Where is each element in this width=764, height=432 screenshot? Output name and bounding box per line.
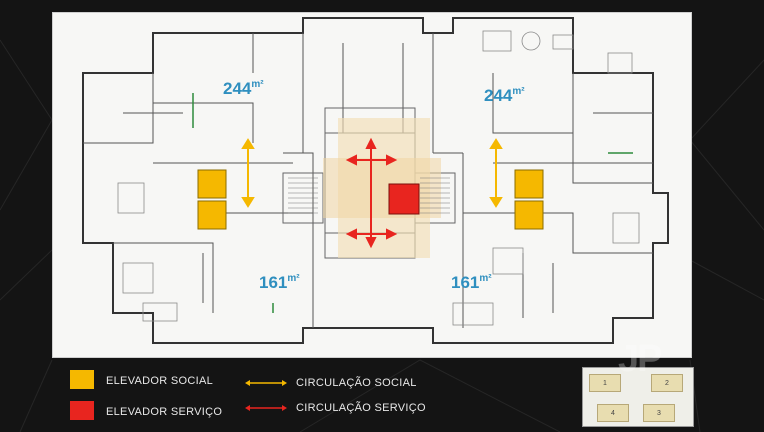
service-circulation-label: CIRCULAÇÃO SERVIÇO: [296, 402, 426, 414]
unit-3-area-label: 161m²: [451, 273, 492, 293]
unit-2-area: 244: [484, 86, 513, 105]
service-circulation-arrow-icon: [245, 405, 287, 411]
social-elevator-swatch: [70, 370, 94, 389]
unit-4-area: 161: [259, 273, 288, 292]
service-elevator-label: ELEVADOR SERVIÇO: [106, 406, 223, 418]
social-circulation-arrow-icon: [245, 380, 287, 386]
floor-plan: 244m² 244m² 161m² 161m²: [52, 12, 692, 358]
unit-3-area: 161: [451, 273, 480, 292]
key-plan-unit-2: 2: [651, 374, 683, 392]
key-plan-unit-3: 3: [643, 404, 675, 422]
floor-plan-drawing: [82, 17, 669, 344]
service-elevator-swatch: [70, 401, 94, 420]
unit-4-area-label: 161m²: [259, 273, 300, 293]
unit-3-unit: m²: [479, 273, 492, 284]
unit-1-unit: m²: [251, 79, 264, 90]
key-plan: 1 2 4 3: [582, 367, 694, 427]
social-circulation-label: CIRCULAÇÃO SOCIAL: [296, 377, 417, 389]
unit-1-area-label: 244m²: [223, 79, 264, 99]
unit-2-area-label: 244m²: [484, 86, 525, 106]
watermark-logo: JP: [618, 338, 663, 380]
key-plan-unit-4: 4: [597, 404, 629, 422]
key-plan-unit-1: 1: [589, 374, 621, 392]
unit-1-area: 244: [223, 79, 252, 98]
unit-2-unit: m²: [512, 86, 525, 97]
unit-4-unit: m²: [287, 273, 300, 284]
social-elevator-label: ELEVADOR SOCIAL: [106, 375, 213, 387]
